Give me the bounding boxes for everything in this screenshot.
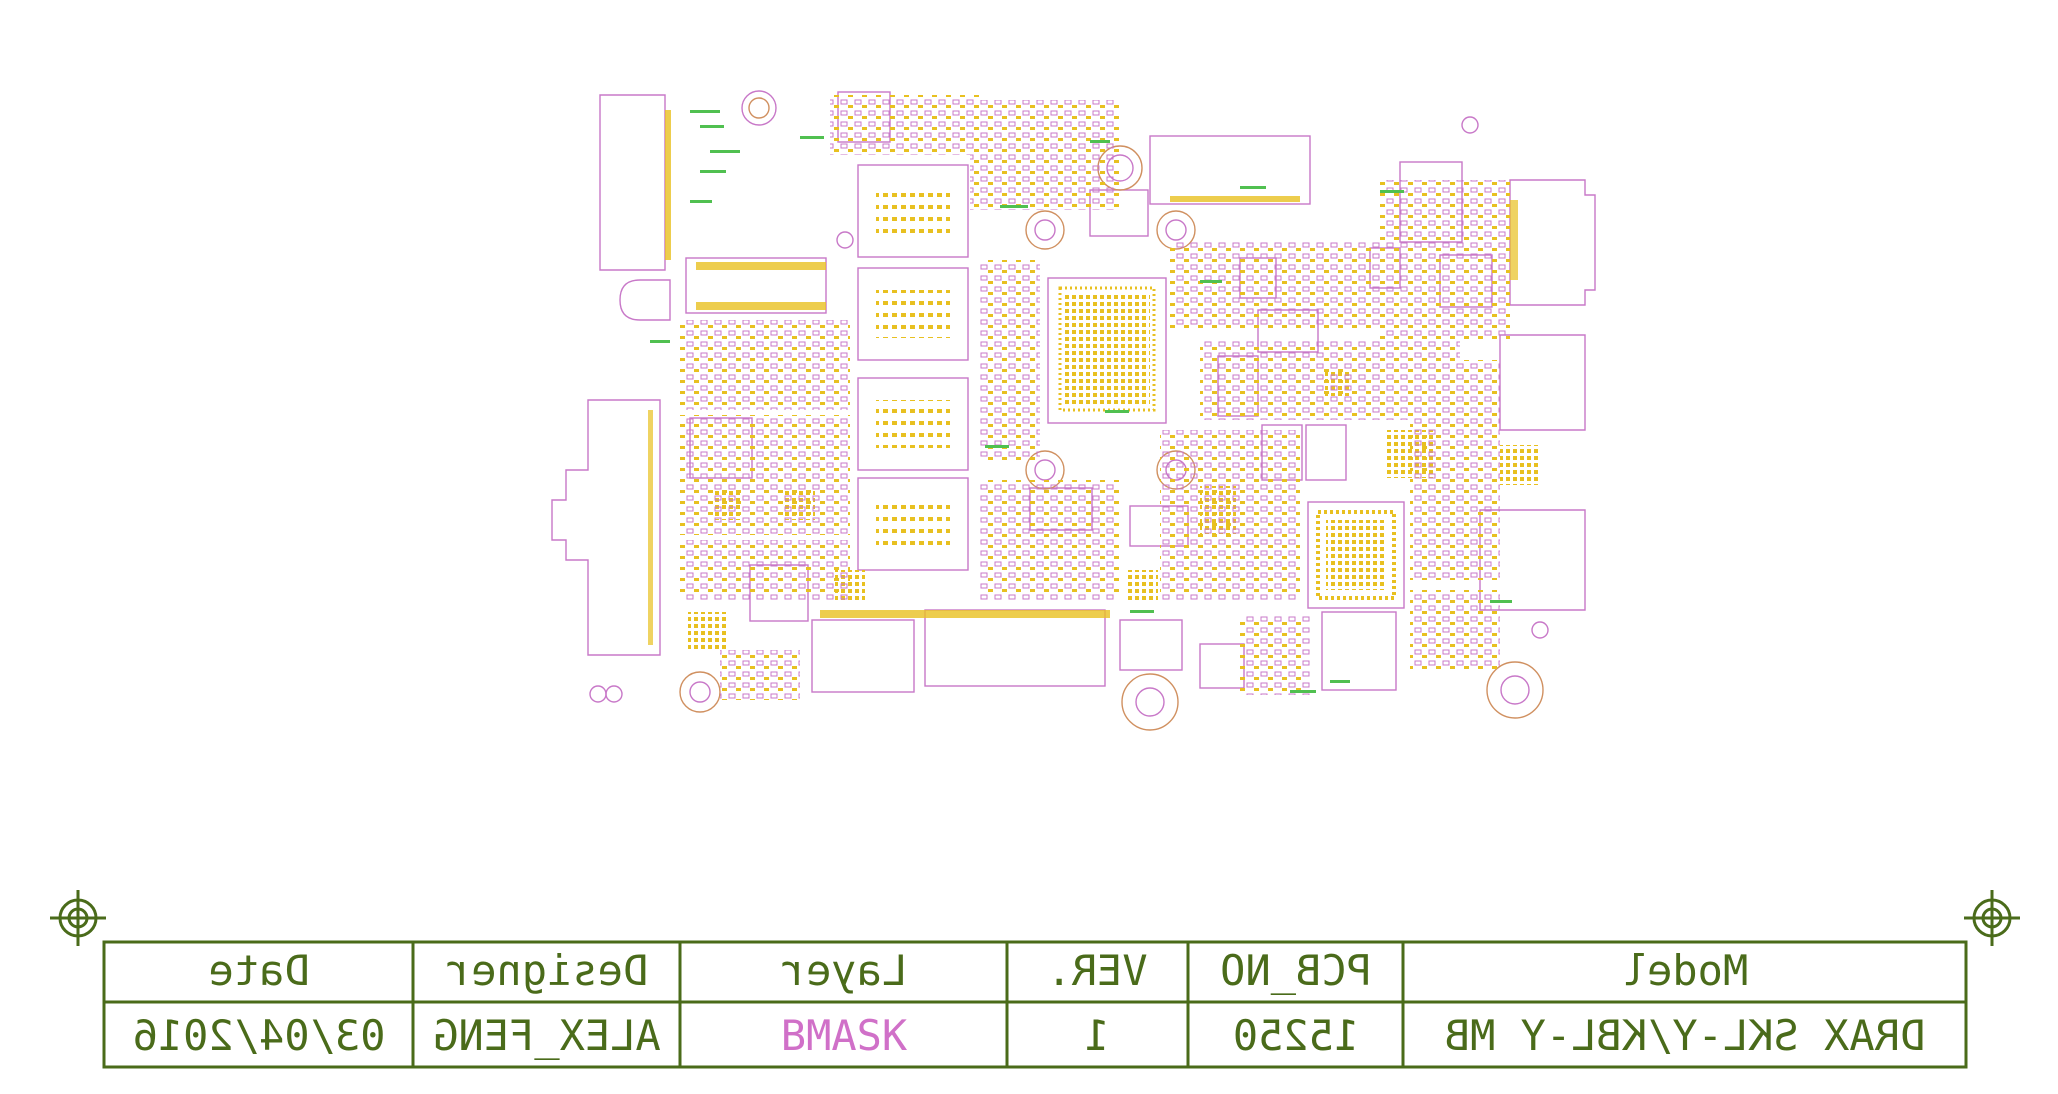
value-model: DRAX SKL-Y/KBL-Y MB [1445, 1011, 1925, 1060]
header-layer: Layer [781, 946, 907, 995]
value-date: 03/04/2016 [133, 1011, 386, 1060]
pad-fields [648, 95, 1540, 700]
header-model: Model [1622, 946, 1748, 995]
fiducial-target-icon [1964, 890, 2020, 946]
value-designer: ALEX_FENG [433, 1011, 661, 1060]
value-layer: BMASK [781, 1011, 908, 1060]
header-date: Date [208, 946, 309, 995]
title-block: Model PCB_NO VER. Layer Designer Date DR… [102, 940, 1968, 1069]
header-designer: Designer [446, 946, 648, 995]
fiducial-target-icon [50, 890, 106, 946]
value-pcb-no: 15250 [1233, 1011, 1359, 1060]
header-ver: VER. [1046, 946, 1147, 995]
header-pcb-no: PCB_NO [1220, 946, 1372, 995]
value-ver: 1 [1084, 1011, 1109, 1060]
